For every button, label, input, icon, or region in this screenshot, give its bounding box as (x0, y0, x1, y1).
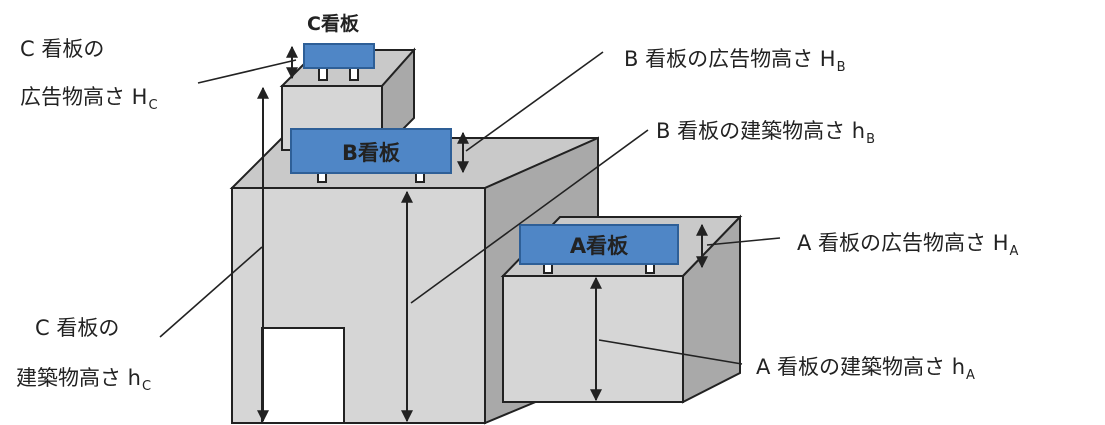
door (261, 327, 345, 424)
c-ad-height-text-1: C 看板の (20, 37, 105, 61)
b-building-height-leader (410, 129, 649, 304)
b-ad-height-text: B 看板の広告物高さ H (624, 47, 836, 71)
sign-c-label: C看板 (307, 12, 360, 35)
a-building-height-leader (598, 339, 743, 365)
c-building-height-leader (159, 246, 263, 338)
sign-c-board (303, 43, 375, 69)
sign-c: C看板 (303, 12, 375, 81)
sign-a-board (519, 224, 679, 265)
c-building-height-subscript: C (142, 379, 152, 394)
b-ad-height-subscript: B (836, 60, 846, 75)
sign-b-board (290, 128, 452, 174)
a-ad-height-subscript: A (1009, 244, 1019, 259)
c-ad-height-text-2: 広告物高さ H (20, 85, 148, 109)
a-ad-height-leader (706, 237, 781, 246)
c-ad-height-subscript: C (148, 98, 158, 113)
sign-a: A看板 (519, 224, 679, 274)
sign-c-leg (349, 67, 359, 81)
c-ad-height-label-line1: C 看板の (20, 37, 104, 61)
a-building-height-text: A 看板の建築物高さ h (756, 355, 966, 379)
right-building-front (502, 275, 684, 403)
c-building-height-text-1: C 看板の (35, 316, 120, 340)
b-building-height-subscript: B (866, 132, 875, 147)
c-building-height-text-2: 建築物高さ h (16, 366, 141, 390)
sign-a-label: A看板 (570, 234, 629, 258)
b-building-height-label: B 看板の建築物高さ hB (656, 119, 875, 147)
c-ad-height-leader (197, 59, 297, 84)
a-building-height-subscript: A (966, 368, 975, 383)
c-building-height-label-line2: 建築物高さ hC (16, 366, 151, 394)
a-ad-height-text: A 看板の広告物高さ H (797, 231, 1009, 255)
sign-b-label: B看板 (342, 141, 401, 165)
sign-c-leg (318, 67, 328, 81)
c-ad-height-label-line2: 広告物高さ HC (20, 85, 158, 113)
a-building-height-label: A 看板の建築物高さ hA (756, 355, 975, 383)
b-ad-height-leader (465, 51, 604, 152)
c-building-height-label-line1: C 看板の (35, 316, 119, 340)
b-building-height-text: B 看板の建築物高さ h (656, 119, 866, 143)
sign-b: B看板 (290, 128, 452, 183)
a-ad-height-label: A 看板の広告物高さ HA (797, 231, 1018, 259)
b-ad-height-label: B 看板の広告物高さ HB (624, 47, 845, 75)
